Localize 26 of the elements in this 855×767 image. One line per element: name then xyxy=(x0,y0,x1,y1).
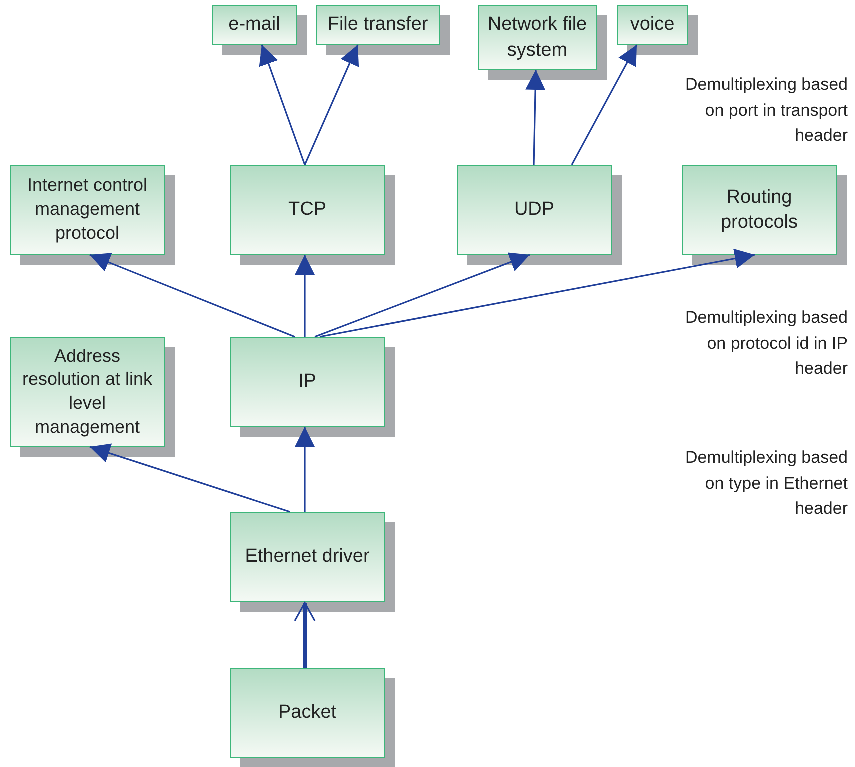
box-label: Routing protocols xyxy=(720,186,800,235)
note-text: Demultiplexing based on type in Ethernet header xyxy=(684,447,848,520)
note-text: Demultiplexing based on port in transport header xyxy=(684,74,848,147)
arrow xyxy=(259,44,306,166)
box-label: Network file system xyxy=(486,13,588,62)
box-label: UDP xyxy=(514,198,555,222)
arrow xyxy=(295,255,315,337)
arrow xyxy=(294,602,316,668)
note-text: Demultiplexing based on protocol id in IP header xyxy=(684,307,848,380)
arrow xyxy=(571,44,638,166)
box-label: TCP xyxy=(288,198,326,222)
box-label: voice xyxy=(630,13,675,38)
box-label: Ethernet driver xyxy=(245,545,370,570)
box-label: File transfer xyxy=(328,13,428,38)
arrow xyxy=(90,444,290,513)
box-label: Packet xyxy=(278,701,337,726)
arrow xyxy=(314,252,530,338)
box-label: e-mail xyxy=(228,13,280,38)
arrow xyxy=(526,70,546,166)
box-label: Address resolution at link level management xyxy=(21,344,154,439)
arrow xyxy=(90,253,296,338)
arrow xyxy=(304,44,360,166)
arrow xyxy=(320,248,756,338)
arrow xyxy=(295,427,315,512)
box-label: Internet control management protocol xyxy=(26,174,149,245)
box-label: IP xyxy=(298,370,316,394)
